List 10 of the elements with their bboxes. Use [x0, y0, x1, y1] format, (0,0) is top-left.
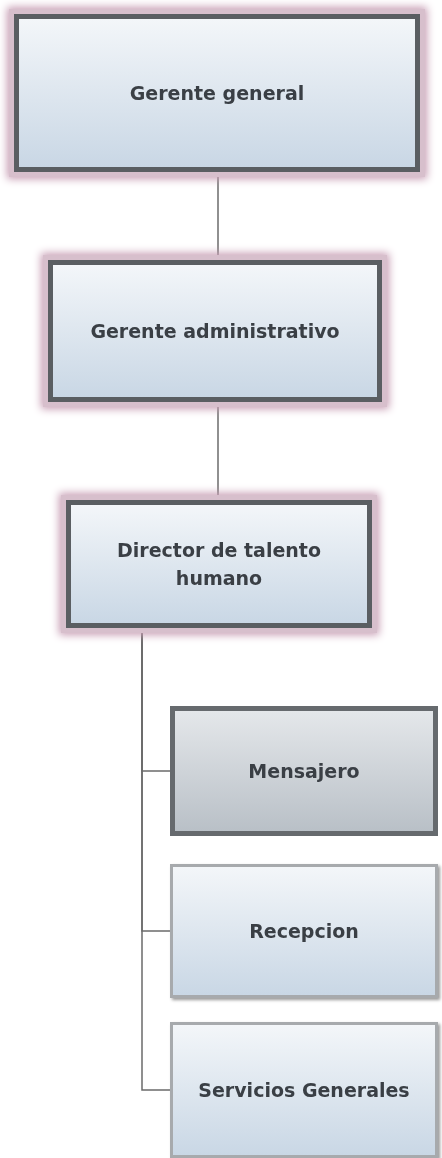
connector-line [141, 632, 171, 1091]
position-title: Servicios Generales [197, 1077, 411, 1103]
position-title: Gerente administrativo [89, 318, 341, 344]
position-title: Gerente general [128, 80, 306, 106]
position-box [170, 706, 438, 836]
position-title: Mensajero [247, 758, 361, 784]
position-box [170, 864, 438, 998]
position-title: Recepcion [248, 918, 360, 944]
position-box [170, 1022, 438, 1158]
position-title: Director de talento humano [116, 537, 322, 591]
